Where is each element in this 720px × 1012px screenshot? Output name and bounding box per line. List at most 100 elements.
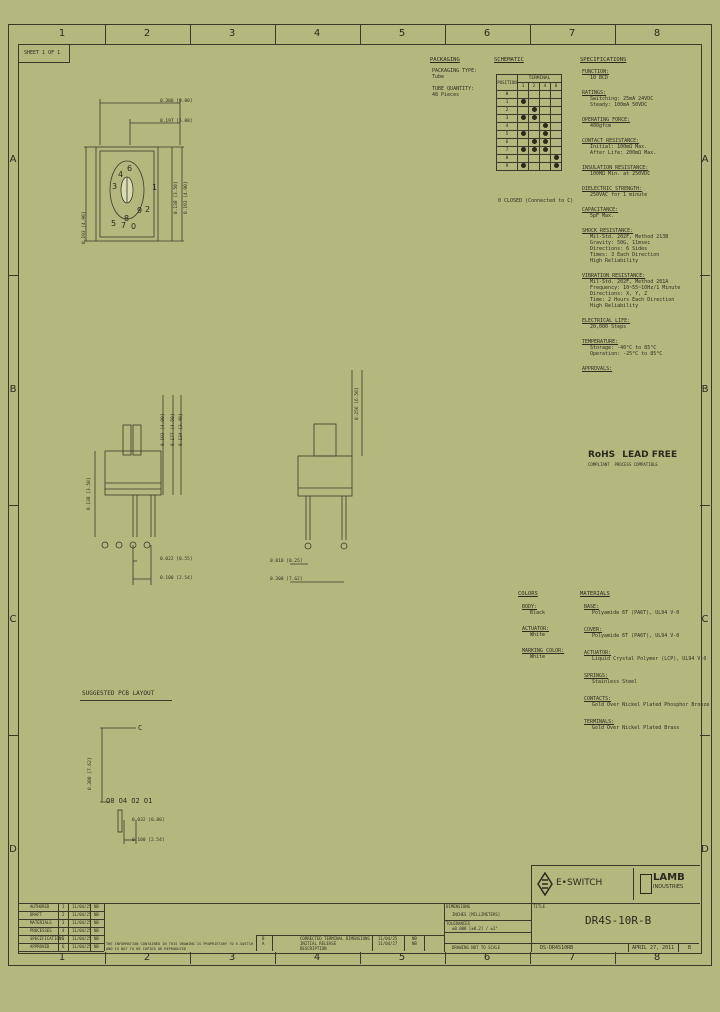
packaging-line: PACKAGING TYPE:	[432, 68, 478, 74]
terminal-label: 4	[539, 82, 551, 91]
revision-col-rule	[424, 935, 425, 951]
terminal-cell	[539, 114, 551, 123]
terminal-cell	[528, 122, 540, 131]
pcb-dim-v: 0.300 [7.62]	[88, 757, 93, 790]
block-title: ELECTRICAL LIFE:	[582, 318, 631, 324]
zone-col-label: 6	[483, 28, 491, 39]
approval-rev: 3	[62, 920, 65, 925]
zone-row-label: C	[9, 614, 17, 625]
dial-number: 8	[124, 214, 130, 223]
block-line: Black	[530, 610, 546, 616]
contact-dot	[531, 115, 537, 120]
position-cell: 2	[496, 106, 518, 115]
block-title: CONTACTS:	[584, 696, 612, 702]
approval-date: 11/04/25	[72, 928, 92, 933]
position-cell: 8	[496, 154, 518, 163]
approval-date: 11/04/25	[72, 944, 92, 949]
block-title: INSULATION RESISTANCE:	[582, 165, 649, 171]
block-line: 400gfcm	[590, 123, 612, 129]
zone-tick	[700, 275, 710, 276]
terminal-label: 2	[528, 82, 540, 91]
contact-dot	[520, 131, 526, 136]
eswitch-logo-icon	[537, 872, 553, 896]
zone-tick	[530, 24, 531, 44]
dim-left-h: 0.193 [4.90]	[82, 211, 87, 244]
revision-rev: A	[262, 941, 265, 946]
zone-tick	[615, 952, 616, 964]
block-line: Frequency: 10~55~10Hz/1 Minute	[590, 285, 681, 291]
sheet-label-box	[19, 45, 70, 63]
zone-tick	[360, 952, 361, 964]
zone-col-label: 8	[653, 952, 661, 963]
block-line: 250VAC for 1 minute	[590, 192, 648, 198]
terminal-cell	[550, 162, 562, 171]
approval-rule	[19, 943, 104, 944]
block-line: High Reliability	[590, 258, 639, 264]
zone-tick	[360, 24, 361, 44]
approval-rule	[19, 919, 104, 920]
top-view-drawing	[84, 99, 184, 242]
block-title: BASE:	[584, 604, 600, 610]
approval-col-rule	[68, 903, 69, 951]
block-title: TERMINALS:	[584, 719, 615, 725]
materials-heading: MATERIALS	[580, 591, 610, 597]
schematic-heading: SCHEMATIC	[494, 57, 524, 63]
position-cell: 9	[496, 162, 518, 171]
contact-dot	[553, 155, 559, 160]
terminal-cell	[539, 146, 551, 155]
block-line: Gravity: 50G, 11msec	[590, 240, 651, 246]
zone-tick	[8, 505, 18, 506]
approval-date: 11/04/25	[72, 936, 92, 941]
drawing-number: DS-DR4S10RB	[540, 945, 574, 951]
zone-row-label: A	[9, 154, 17, 165]
units-3: ±0.008 [±0.2] / ±2°	[452, 926, 498, 931]
contact-dot	[531, 107, 537, 112]
zone-tick	[700, 735, 710, 736]
block-title: CAPACITANCE:	[582, 207, 619, 213]
packaging-line: TUBE QUANTITY:	[432, 86, 475, 92]
dim-side-pin: 0.010 [0.25]	[270, 559, 303, 564]
dim-front-a: 0.193 [4.90]	[161, 413, 166, 446]
front-view-drawing	[94, 395, 182, 585]
zone-tick	[105, 952, 106, 964]
zone-tick	[275, 24, 276, 44]
dim-top-w2: 0.197 [5.00]	[160, 119, 193, 124]
zone-col-label: 7	[568, 28, 576, 39]
zone-tick	[190, 24, 191, 44]
block-title: SHOCK RESISTANCE:	[582, 228, 634, 234]
revision-desc: DESCRIPTION	[300, 946, 327, 951]
revision-col-rule	[372, 935, 373, 951]
approval-role: APPROVED	[30, 944, 50, 949]
zone-col-label: 1	[58, 952, 66, 963]
block-title: MARKING COLOR:	[522, 648, 565, 654]
terminal-cell	[550, 146, 562, 155]
approval-rev: 6	[62, 944, 65, 949]
terminal-cell	[517, 106, 529, 115]
block-line: Switching: 25mA 24VDC	[590, 96, 654, 102]
terminal-cell	[528, 106, 540, 115]
part-number: DR4S-10R-B	[585, 914, 652, 927]
block-title: CONTACT RESISTANCE:	[582, 138, 640, 144]
contact-dot	[553, 163, 559, 168]
approval-rev: 2	[62, 912, 65, 917]
dial-number: 6	[127, 164, 133, 173]
block-line: Stainless Steel	[592, 679, 638, 685]
units-2: TOLERANCES	[446, 921, 471, 926]
approval-rule	[19, 927, 104, 928]
approval-by: NB	[94, 944, 99, 949]
revision-date: 11/04/27	[378, 941, 398, 946]
position-cell: 3	[496, 114, 518, 123]
approval-date: 11/04/25	[72, 912, 92, 917]
block-title: ACTUATOR:	[522, 626, 550, 632]
zone-col-label: 7	[568, 952, 576, 963]
revision-desc: INITIAL RELEASE	[300, 941, 337, 946]
block-line: White	[530, 632, 546, 638]
dial-number: 9	[137, 206, 143, 215]
proprietary-notice: THE INFORMATION CONTAINED IN THIS DRAWIN…	[106, 942, 254, 951]
dim-front-pitch: 0.100 [2.54]	[160, 576, 193, 581]
lamb-logo-text: LAMB	[653, 872, 685, 883]
approval-col-rule	[58, 903, 59, 951]
zone-tick	[445, 24, 446, 44]
